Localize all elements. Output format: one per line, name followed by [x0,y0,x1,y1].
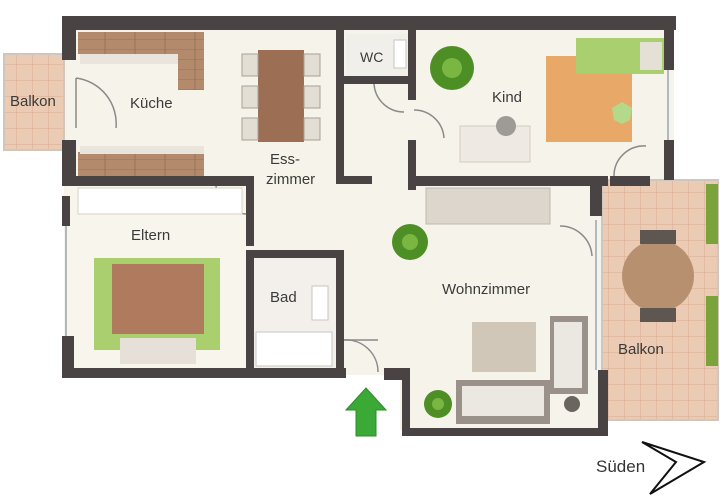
room-label-esszimmer-2: zimmer [266,171,315,188]
balcony-west [3,53,65,151]
wc-fixtures [346,34,408,76]
plant-icon [392,224,428,260]
room-label-wohnzimmer: Wohnzimmer [442,281,530,298]
windows [65,70,669,370]
doors [75,77,647,373]
flower-boxes [706,184,718,366]
living-room-furniture [425,187,588,424]
room-label-esszimmer-1: Ess- [270,151,300,168]
parents-room-furniture [77,187,243,364]
room-label-eltern: Eltern [131,227,170,244]
room-label-balkon-sued: Balkon [618,341,664,358]
room-label-balkon-west: Balkon [10,93,56,110]
room-label-kueche: Küche [130,95,173,112]
walls [62,16,676,436]
kitchen-furniture [78,32,204,176]
room-label-kind: Kind [492,89,522,106]
compass-label: Süden [596,457,645,476]
dining-table [241,50,321,142]
entrance-arrow-icon [344,387,388,437]
room-label-wc: WC [360,49,383,65]
plants [392,46,474,418]
south-arrow-icon [641,441,707,495]
plant-icon [430,46,474,90]
bathroom-fixtures [255,285,333,367]
room-label-bad: Bad [270,289,297,306]
balcony-table [622,230,694,322]
kids-room-furniture [459,38,664,163]
plant-icon [424,390,452,418]
